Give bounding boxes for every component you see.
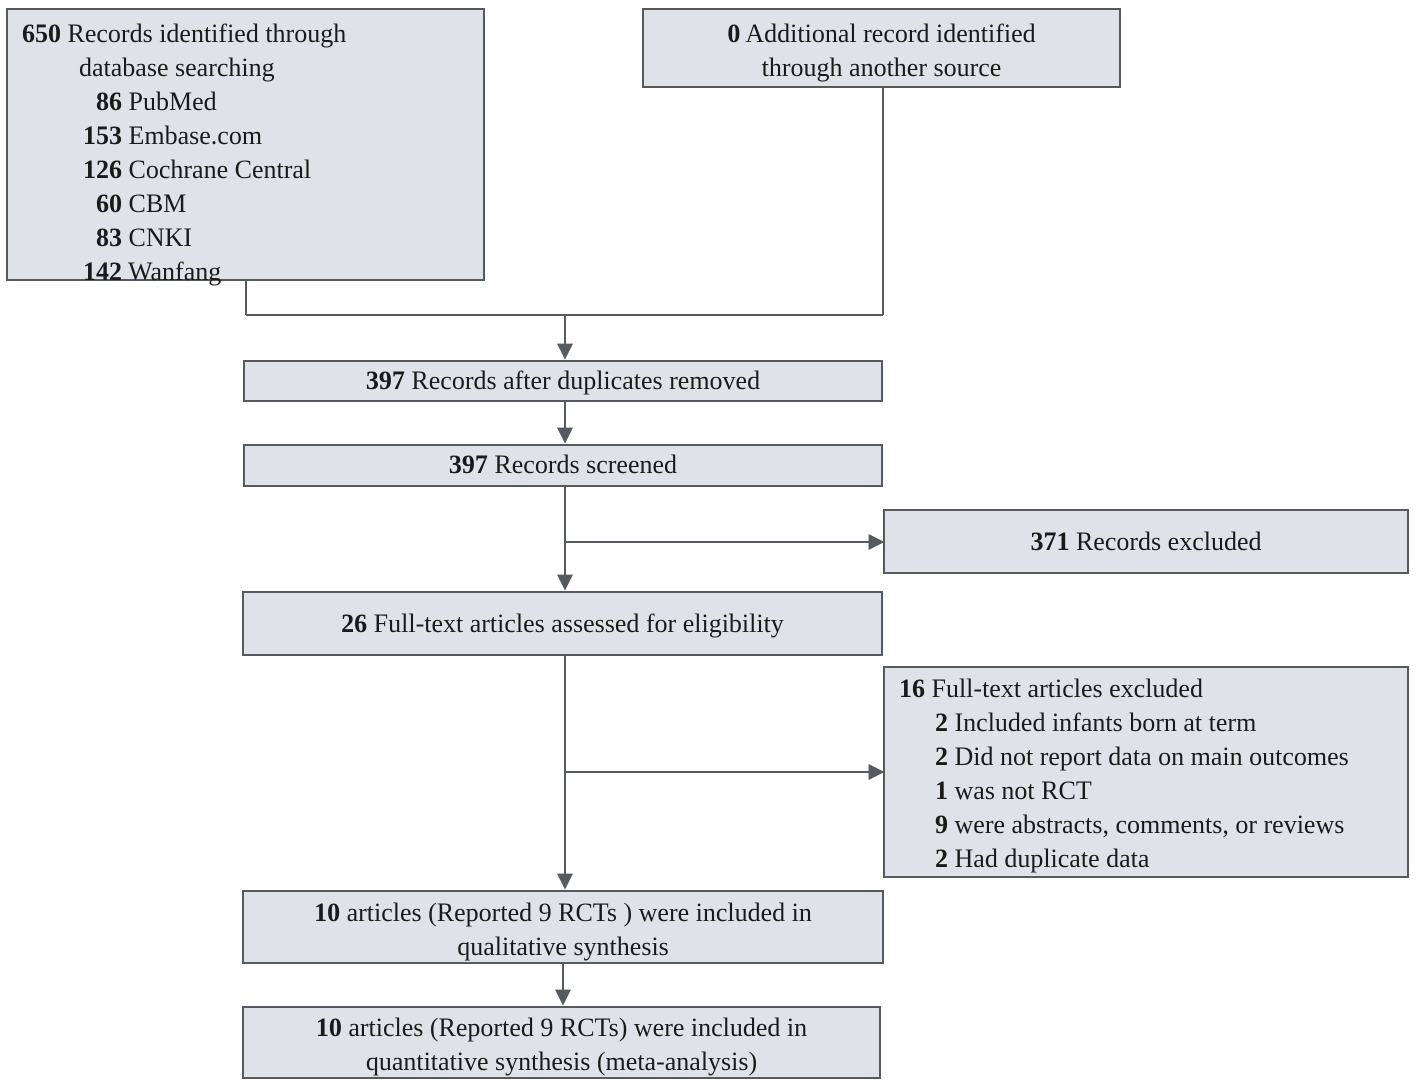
exclusion-reason-text: Included infants born at term	[954, 708, 1257, 737]
quantitative-synthesis-box: 10 articles (Reported 9 RCTs) were inclu…	[242, 1006, 881, 1079]
qualitative-synthesis-box: 10 articles (Reported 9 RCTs ) were incl…	[242, 890, 884, 964]
source-name: Wanfang	[128, 257, 222, 286]
exclusion-reason-item: 2 Did not report data on main outcomes	[935, 740, 1407, 774]
records-screened-box: 397 Records screened	[243, 444, 883, 487]
quantitative-count: 10	[315, 1013, 342, 1042]
duplicates-removed-text: Records after duplicates removed	[411, 366, 761, 395]
source-count: 83	[96, 223, 122, 252]
quantitative-line-a: 10 articles (Reported 9 RCTs) were inclu…	[244, 1011, 879, 1045]
qualitative-line-a: 10 articles (Reported 9 RCTs ) were incl…	[244, 896, 882, 930]
source-row-cbm: 60 CBM	[79, 187, 483, 221]
exclusion-reason-item: 9 were abstracts, comments, or reviews	[935, 808, 1407, 842]
duplicates-removed-count: 397	[365, 366, 405, 395]
records-excluded-count: 371	[1030, 527, 1070, 556]
additional-source-count: 0	[727, 19, 741, 48]
source-name: PubMed	[128, 87, 217, 116]
quantitative-text-a: articles (Reported 9 RCTs) were included…	[348, 1013, 808, 1042]
exclusion-reason-item: 1 was not RCT	[935, 774, 1407, 808]
exclusion-reason-item: 2 Had duplicate data	[935, 842, 1407, 876]
database-search-box: 650 Records identified through database …	[6, 8, 485, 286]
exclusion-reason-text: were abstracts, comments, or reviews	[954, 810, 1345, 839]
exclusion-reason-count: 9	[935, 810, 948, 839]
qualitative-text-b: qualitative synthesis	[457, 932, 669, 961]
fulltext-excluded-heading: 16 Full-text articles excluded	[899, 672, 1407, 706]
exclusion-reason-count: 1	[935, 776, 948, 805]
source-count: 86	[96, 87, 122, 116]
exclusion-reason-count: 2	[935, 844, 948, 873]
eligibility-assessed-text: Full-text articles assessed for eligibil…	[373, 609, 784, 638]
additional-source-box: 0 Additional record identified through a…	[642, 8, 1121, 88]
exclusion-reason-text: Had duplicate data	[954, 844, 1150, 873]
source-row-cnki: 83 CNKI	[79, 221, 483, 255]
source-row-embase: 153 Embase.com	[79, 119, 483, 153]
records-excluded-box: 371 Records excluded	[883, 509, 1409, 574]
qualitative-count: 10	[314, 898, 341, 927]
records-screened-label: 397 Records screened	[245, 448, 881, 482]
duplicates-removed-label: 397 Records after duplicates removed	[245, 364, 881, 398]
records-screened-text: Records screened	[494, 450, 678, 479]
qualitative-text-a: articles (Reported 9 RCTs ) were include…	[346, 898, 812, 927]
database-search-heading: 650 Records identified through	[22, 17, 483, 51]
exclusion-reason-item: 2 Included infants born at term	[935, 706, 1407, 740]
quantitative-text-b: quantitative synthesis (meta-analysis)	[365, 1047, 758, 1076]
records-excluded-text: Records excluded	[1075, 527, 1262, 556]
source-count: 142	[83, 257, 122, 286]
exclusion-reason-text: was not RCT	[954, 776, 1092, 805]
records-screened-count: 397	[448, 450, 488, 479]
source-name: Cochrane Central	[128, 155, 312, 184]
eligibility-assessed-label: 26 Full-text articles assessed for eligi…	[244, 607, 881, 641]
duplicates-removed-box: 397 Records after duplicates removed	[243, 360, 883, 402]
source-name: Embase.com	[128, 121, 263, 150]
source-row-wanfang: 142 Wanfang	[79, 255, 483, 289]
source-count: 153	[83, 121, 122, 150]
records-excluded-label: 371 Records excluded	[885, 525, 1407, 559]
source-row-cochrane: 126 Cochrane Central	[79, 153, 483, 187]
additional-source-text-b: through another source	[761, 53, 1002, 82]
eligibility-assessed-count: 26	[341, 609, 368, 638]
source-name: CNKI	[128, 223, 193, 252]
source-count: 60	[96, 189, 122, 218]
fulltext-excluded-count: 16	[899, 674, 925, 703]
fulltext-excluded-box: 16 Full-text articles excluded 2 Include…	[883, 666, 1409, 878]
source-count: 126	[83, 155, 122, 184]
database-search-title-b: database searching	[79, 53, 275, 82]
additional-source-line-a: 0 Additional record identified	[644, 17, 1119, 51]
fulltext-excluded-text: Full-text articles excluded	[931, 674, 1203, 703]
source-row-pubmed: 86 PubMed	[79, 85, 483, 119]
source-name: CBM	[128, 189, 187, 218]
exclusion-reason-text: Did not report data on main outcomes	[954, 742, 1349, 771]
additional-source-text-a: Additional record identified	[745, 19, 1036, 48]
exclusion-reason-count: 2	[935, 708, 948, 737]
database-search-title-a: Records identified through	[67, 19, 347, 48]
exclusion-reason-count: 2	[935, 742, 948, 771]
eligibility-assessed-box: 26 Full-text articles assessed for eligi…	[242, 591, 883, 656]
database-search-count: 650	[22, 19, 61, 48]
